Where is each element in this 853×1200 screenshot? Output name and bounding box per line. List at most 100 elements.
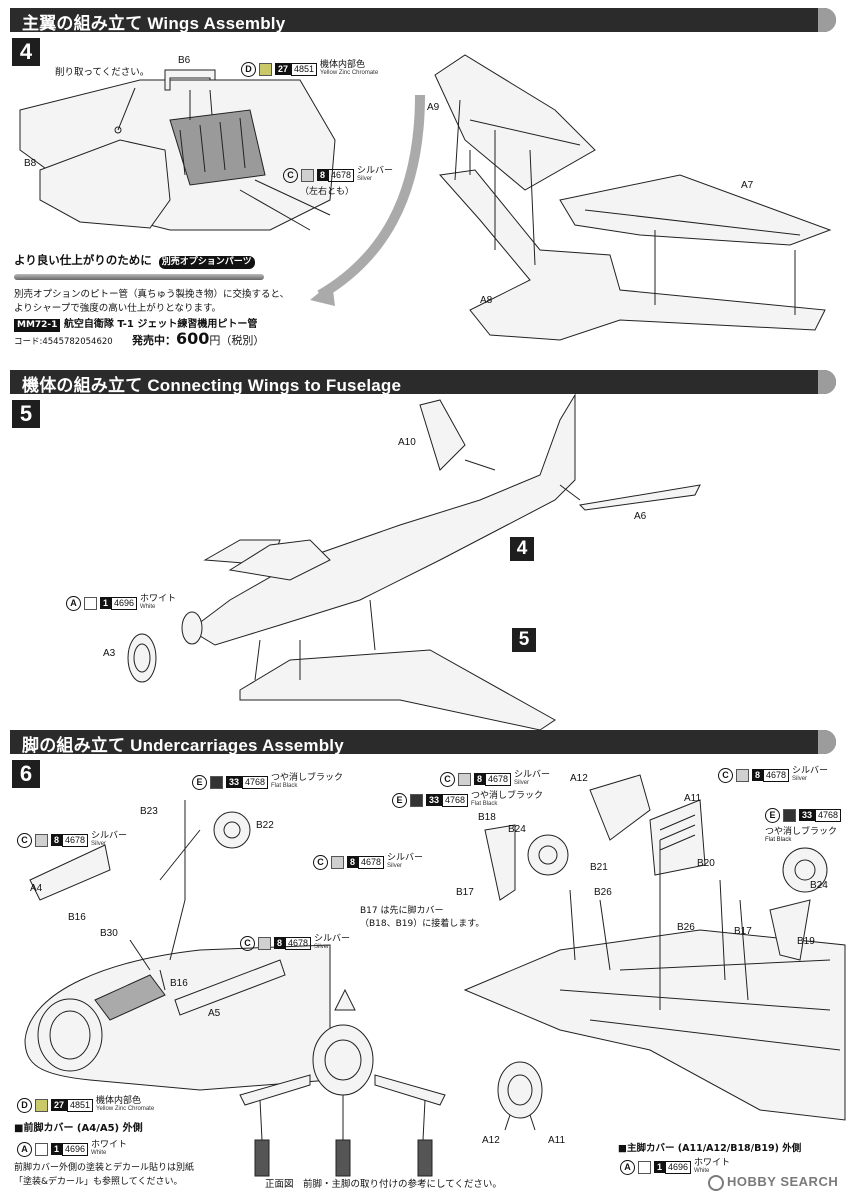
paint-number: 1 [100, 597, 112, 609]
paint-letter: C [240, 935, 255, 951]
paint-name-en: Flat Black [471, 801, 498, 807]
paint-name-jp: シルバー [314, 933, 351, 943]
step-number-6: 6 [12, 760, 40, 788]
paint-code: 4851 [67, 1098, 94, 1112]
paint-name-jp: 機体内部色 [320, 59, 366, 69]
option-text-line1: 別売オプションのピトー管（真ちゅう製挽き物）に交換すると、 [14, 289, 290, 300]
paint-name-en: White [694, 1168, 710, 1174]
step4-fuselage-drawing [19, 69, 336, 231]
section-header-connect: 機体の組み立て Connecting Wings to Fuselage [10, 370, 836, 395]
paint-name-en: White [140, 604, 156, 610]
part-label-a12-front: A12 [482, 1135, 500, 1146]
paint-letter: E [392, 792, 407, 808]
paint-swatch [35, 1142, 48, 1156]
watermark-logo-icon [708, 1174, 724, 1191]
paint-letter: C [440, 771, 455, 787]
paint-swatch [331, 855, 344, 869]
paint-swatch [258, 936, 271, 950]
b17-note-line2: （B18、B19）に接着します。 [360, 919, 485, 929]
part-label-b23: B23 [140, 806, 158, 817]
paint-code: 4696 [665, 1160, 692, 1174]
watermark-text: HOBBY SEARCH [727, 1174, 839, 1189]
paint-swatch [84, 596, 97, 610]
paint-letter: C [17, 832, 32, 848]
step6-intake-drawing [497, 1061, 543, 1131]
paint-code: 4851 [291, 62, 318, 76]
part-label-a4: A4 [30, 883, 43, 894]
paint-letter: A [66, 595, 81, 611]
product-name: 航空自衛隊 T-1 ジェット練習機用ピトー管 [63, 319, 258, 330]
paint-code: 4678 [285, 936, 312, 950]
paint-callout-e: E 33 4768 [765, 807, 844, 823]
price-suffix: 円（税別） [209, 334, 265, 347]
part-label-b24: B24 [508, 824, 526, 835]
part-label-b8: B8 [24, 158, 37, 169]
part-label-a5: A5 [208, 1008, 221, 1019]
paint-letter: D [17, 1097, 32, 1113]
paint-code: 4678 [763, 768, 790, 782]
paint-name-jp: シルバー [91, 830, 128, 840]
option-badge: 別売オプションパーツ [158, 256, 255, 269]
watermark: HOBBY SEARCH [708, 1174, 838, 1191]
part-label-b6: B6 [178, 55, 191, 66]
paint-name-jp: 機体内部色 [96, 1095, 142, 1105]
option-heading: より良い仕上がりのために [14, 253, 152, 267]
step5-aircraft-drawing [127, 393, 701, 731]
paint-code: 4696 [62, 1142, 89, 1156]
paint-number: 33 [226, 776, 243, 788]
paint-name-jp: シルバー [357, 165, 394, 175]
paint-name-jp: シルバー [792, 765, 829, 775]
b17-note-line1: B17 は先に脚カバー [360, 906, 444, 916]
part-label-b16: B16 [170, 978, 188, 989]
part-label-b18: B18 [478, 812, 496, 823]
price-prefix: 発売中： [132, 334, 176, 347]
part-label-a3: A3 [103, 648, 116, 659]
part-label-a11: A11 [684, 793, 702, 804]
paint-swatch [35, 833, 48, 847]
paint-number: 8 [474, 773, 486, 785]
part-label-a12: A12 [570, 773, 588, 784]
section-title: 脚の組み立て Undercarriages Assembly [22, 736, 344, 755]
part-label-a10: A10 [398, 437, 416, 448]
paint-name-jp: シルバー [514, 769, 551, 779]
paint-name-jp: ホワイト [91, 1139, 128, 1149]
reference-step-4: 4 [510, 537, 534, 561]
part-label-b19: B19 [797, 936, 815, 947]
paint-name-jp: つや消しブラック [765, 826, 838, 836]
paint-letter: C [718, 767, 733, 783]
option-text-line2: よりシャープで強度の高い仕上がりとなります。 [14, 303, 222, 314]
paint-name-en: Flat Black [271, 783, 298, 789]
front-cover-note-line2: 「塗装&デカール」も参照してください。 [14, 1177, 183, 1187]
part-label-b17: B17 [456, 887, 474, 898]
paint-number: 8 [347, 856, 359, 868]
paint-code: 4678 [485, 772, 512, 786]
option-parts-block: より良い仕上がりのために 別売オプションパーツ 別売オプションのピトー管（真ちゅ… [14, 250, 289, 360]
reference-step-5: 5 [512, 628, 536, 652]
paint-name-en: Silver [514, 780, 530, 786]
paint-letter: C [313, 854, 328, 870]
step-number-5: 5 [12, 400, 40, 428]
paint-letter: E [192, 774, 207, 790]
paint-letter: C [283, 167, 298, 183]
paint-name-jp: シルバー [387, 852, 424, 862]
front-cover-note-line1: 前脚カバー外側の塗装とデカール貼りは別紙 [14, 1163, 195, 1173]
paint-name-jp: つや消しブラック [271, 772, 344, 782]
paint-number: 27 [275, 63, 292, 75]
paint-swatch [35, 1098, 48, 1112]
paint-name-en: White [91, 1150, 107, 1156]
step6-front-view-drawing [239, 988, 446, 1177]
paint-swatch [783, 808, 796, 822]
part-label-b26: B26 [594, 887, 612, 898]
paint-name-en: Yellow Zinc Chromate [96, 1106, 155, 1112]
part-label-b24: B24 [810, 880, 828, 891]
